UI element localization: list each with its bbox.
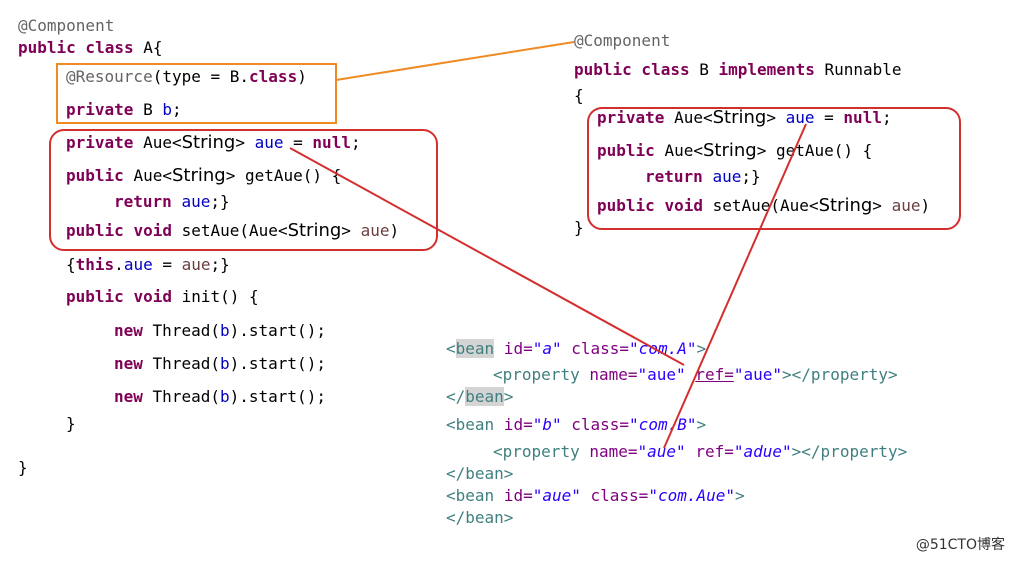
class-b-getter: public Aue<String> getAue() { [597,140,873,161]
xml-property-b: <property name="aue" ref="adue"></proper… [493,442,908,461]
thread-line-1: new Thread(b).start(); [114,321,326,340]
class-a-declaration: public class A{ [18,38,163,57]
setter-body-line: {this.aue = aue;} [66,255,230,274]
xml-bean-a-open: <bean id="a" class="com.A"> [446,339,707,358]
init-method-line: public void init() { [66,287,259,306]
resource-to-class-b-connector [335,41,575,81]
xml-bean-aue-open: <bean id="aue" class="com.Aue"> [446,486,745,505]
class-a-aue-to-xml-connector [289,147,685,366]
class-b-getter-return: return aue;} [645,167,761,186]
class-a-annotation: @Component [18,16,115,35]
resource-annotation-line: @Resource(type = B.class) [66,67,307,86]
watermark: @51CTO博客 [915,537,1005,553]
getter-return-line: return aue;} [114,192,230,211]
field-b-line: private B b; [66,100,182,119]
thread-line-2: new Thread(b).start(); [114,354,326,373]
class-b-setter: public void setAue(Aue<String> aue) [597,195,931,216]
field-aue-line: private Aue<String> aue = null; [66,132,361,153]
xml-property-a: <property name="aue" ref="aue"></propert… [493,365,898,384]
class-a-close-brace: } [18,458,28,477]
class-b-declaration: public class B implements Runnable [574,60,902,79]
xml-bean-b-close: </bean> [446,464,514,483]
xml-bean-a-close: </bean> [446,387,514,406]
thread-line-3: new Thread(b).start(); [114,387,326,406]
init-close-brace: } [66,414,76,433]
setter-line: public void setAue(Aue<String> aue) [66,220,400,241]
class-b-open-brace: { [574,86,584,105]
getter-line: public Aue<String> getAue() { [66,165,342,186]
class-b-close-brace: } [574,218,584,237]
class-b-annotation: @Component [574,31,671,50]
xml-bean-b-open: <bean id="b" class="com.B"> [446,415,707,434]
class-b-field-aue: private Aue<String> aue = null; [597,107,892,128]
xml-bean-aue-close: </bean> [446,508,514,527]
